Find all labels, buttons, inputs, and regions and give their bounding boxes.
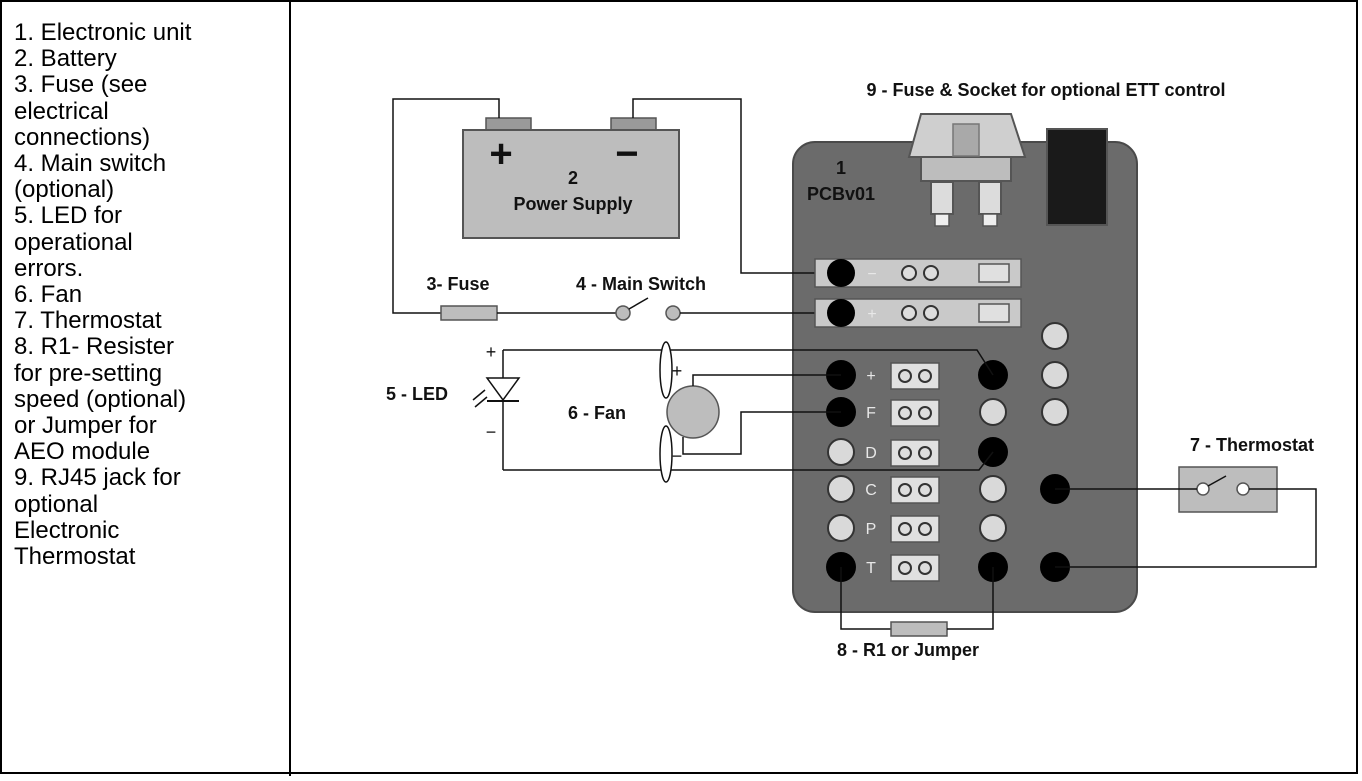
legend-item: electrical: [14, 97, 109, 125]
pin-label-p: P: [866, 521, 877, 538]
legend-item: 5. LED for: [14, 202, 123, 230]
battery-number: 2: [568, 168, 578, 188]
legend-item: 1. Electronic unit: [14, 19, 192, 46]
battery-plus-sign: +: [489, 132, 512, 176]
legend-item: optional: [14, 490, 99, 518]
fan-label: 6 - Fan: [568, 403, 626, 423]
pin-label-t: T: [866, 560, 876, 577]
legend-item: 3. Fuse (see: [14, 71, 148, 99]
battery: [462, 117, 680, 239]
terminal-row-d: D: [827, 437, 1008, 467]
r1-jumper-component: [890, 621, 948, 637]
unit-number: 1: [836, 158, 846, 178]
led-plus-sign: +: [486, 342, 497, 362]
bus-minus-sign: −: [867, 266, 876, 283]
unit-name: PCBv01: [807, 184, 875, 204]
battery-name: Power Supply: [513, 194, 632, 214]
bus-plus-sign: +: [867, 306, 876, 323]
legend-item: Electronic: [14, 516, 120, 544]
wiring-diagram-svg: 1 PCBv01 9 - Fuse & Socket for optional …: [386, 80, 1317, 660]
legend-item: 4. Main switch: [14, 150, 167, 178]
fan-plus-sign: +: [672, 361, 683, 381]
legend-item: 2. Battery: [14, 45, 117, 73]
legend-item: 9. RJ45 jack for: [14, 464, 181, 492]
legend-item: 8. R1- Resister: [14, 333, 175, 361]
thermostat-label: 7 - Thermostat: [1190, 435, 1314, 455]
battery-negative-wire: [632, 98, 841, 274]
main-switch-label: 4 - Main Switch: [576, 274, 706, 294]
pin-label-c: C: [865, 482, 877, 499]
jumper-wire-right: [947, 567, 994, 630]
fuse-component: [440, 305, 498, 321]
legend-item: operational: [14, 228, 133, 256]
fan-component: [659, 341, 720, 483]
legend-item: for pre-setting: [14, 359, 163, 387]
legend-item: errors.: [14, 254, 84, 282]
led-minus-sign: −: [486, 422, 497, 442]
legend-item: Thermostat: [14, 543, 136, 571]
battery-minus-sign: −: [615, 132, 638, 176]
terminal-rows: + F D: [826, 322, 1070, 582]
led-component: [472, 350, 521, 470]
main-switch: [615, 297, 681, 321]
terminal-row-t: T: [826, 552, 1070, 582]
fan-negative-wire: [682, 411, 841, 455]
jumper-wire-left: [840, 567, 891, 630]
legend-item: (optional): [14, 176, 115, 204]
fan-minus-sign: −: [672, 446, 683, 466]
fuse-label: 3- Fuse: [426, 274, 489, 294]
jumper-label: 8 - R1 or Jumper: [837, 640, 979, 660]
terminal-row-c: C: [827, 474, 1070, 504]
pin-label-f: F: [866, 405, 876, 422]
led-label: 5 - LED: [386, 384, 448, 404]
legend-item: connections): [14, 123, 151, 151]
pin-label-d: D: [865, 445, 877, 462]
terminal-row-f: F: [826, 397, 1069, 427]
fuse-holder: [907, 113, 1027, 227]
wiring-diagram: 1 PCBv01 9 - Fuse & Socket for optional …: [291, 2, 1360, 776]
legend-item: or Jumper for: [14, 412, 157, 440]
legend-item: 6. Fan: [14, 281, 83, 309]
fuse-socket-label: 9 - Fuse & Socket for optional ETT contr…: [866, 80, 1225, 100]
fan-positive-wire: [692, 374, 841, 386]
legend-item: AEO module: [14, 438, 151, 466]
terminal-row-p: P: [827, 514, 1007, 543]
power-bus-minus: −: [814, 258, 1022, 288]
battery-positive-wire: [392, 98, 500, 314]
spare-terminal: [1041, 322, 1069, 350]
legend-item: 7. Thermostat: [14, 307, 162, 335]
power-bus-plus: +: [814, 298, 1022, 328]
pin-label-plus: +: [866, 368, 875, 385]
led-positive-wire: [503, 349, 994, 376]
legend-item: speed (optional): [14, 385, 187, 413]
rj45-socket: [1046, 128, 1108, 226]
thermostat-wire-out: [1055, 488, 1317, 568]
